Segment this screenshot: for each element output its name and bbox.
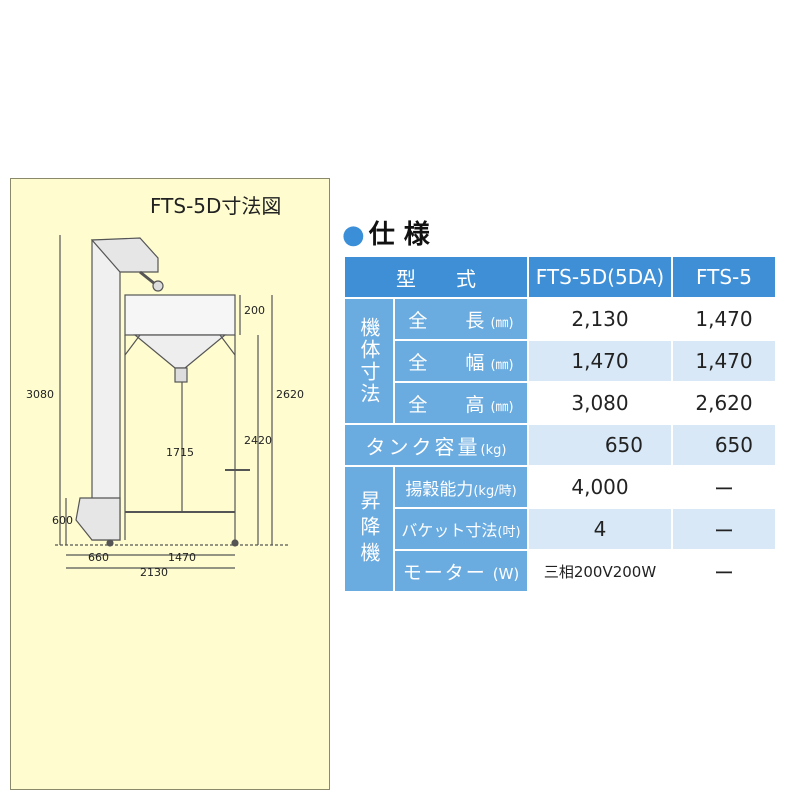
table-row: 機体寸法 全 長 (㎜) 2,130 1,470 (343, 297, 777, 425)
table-header-row: 型 式 FTS-5D(5DA) FTS-5 (343, 255, 777, 299)
unit-text: (kg/時) (473, 483, 517, 499)
label-text: タンク容量 (365, 434, 481, 459)
value-motor-fts5: ー (671, 549, 777, 593)
row-label-length: 全 長 (㎜) (393, 297, 529, 341)
row-label-capacity: 揚穀能力(kg/時) (393, 465, 529, 509)
value-height-fts5d: 3,080 (527, 381, 673, 425)
table-row: タンク容量(kg) 650 650 (343, 423, 777, 467)
row-label-height: 全 高 (㎜) (393, 381, 529, 425)
dim-width-total: 2130 (140, 566, 168, 579)
spout-end (152, 280, 164, 292)
tank-hopper (133, 334, 227, 369)
table-row: モーター (W) 三相200V200W ー (344, 549, 777, 593)
table-row: 昇降機 揚穀能力(kg/時) 4,000 ー (343, 465, 777, 593)
dim-total-height: 3080 (26, 388, 54, 401)
dim-tank-height: 2620 (276, 388, 304, 401)
value-capacity-fts5: ー (671, 465, 777, 509)
unit-text: (㎜) (490, 315, 514, 331)
dimension-drawing: 3080 2620 2420 200 1715 600 660 1470 213… (26, 235, 304, 579)
unit-text: (㎜) (490, 357, 514, 373)
label-text: モーター (402, 561, 487, 584)
value-width-fts5d: 1,470 (527, 339, 673, 383)
value-width-fts5: 1,470 (671, 339, 777, 383)
unit-text: (吋) (497, 525, 521, 540)
row-label-width: 全 幅 (㎜) (393, 339, 529, 383)
leg-brace-right (219, 334, 236, 356)
drawing-panel (10, 178, 330, 790)
group-body-label: 機体寸法 (357, 317, 381, 405)
group-lift: 昇降機 (343, 465, 395, 593)
elevator-head (90, 237, 159, 273)
label-text: 全 高 (408, 393, 485, 416)
label-text: バケット寸法 (401, 521, 498, 540)
spec-table: 型 式 FTS-5D(5DA) FTS-5 機体寸法 全 長 (㎜) 2,130… (343, 255, 777, 593)
tank-top (124, 294, 236, 336)
spec-heading-text: 仕 様 (368, 220, 430, 250)
dim-bottom: 600 (52, 514, 73, 527)
value-capacity-fts5d: 4,000 (527, 465, 673, 509)
dim-top-gap: 200 (244, 304, 265, 317)
table-row: 全 幅 (㎜) 1,470 1,470 (344, 339, 777, 383)
group-body-dimensions: 機体寸法 (343, 297, 395, 425)
table-row: 全 高 (㎜) 3,080 2,620 (344, 381, 777, 425)
group-lift-label: 昇降機 (357, 490, 381, 568)
label-text: 揚穀能力 (405, 479, 474, 500)
row-label-bucket: バケット寸法(吋) (393, 507, 529, 551)
value-tank-fts5d: 650 (527, 423, 673, 467)
unit-text: (㎜) (490, 399, 514, 415)
value-tank-fts5: 650 (671, 423, 777, 467)
header-col-fts5: FTS-5 (671, 255, 777, 299)
unit-text: (kg) (480, 442, 507, 458)
dim-width-left: 660 (88, 551, 109, 564)
value-bucket-fts5d: 4 (527, 507, 673, 551)
dim-width-right: 1470 (168, 551, 196, 564)
header-model-label: 型 式 (343, 255, 529, 299)
value-motor-fts5d: 三相200V200W (527, 549, 673, 593)
tank-outlet (174, 367, 188, 383)
elevator-column (91, 239, 121, 541)
spec-heading: ●仕 様 (342, 214, 430, 251)
leg-brace-left (124, 334, 141, 356)
drawing-title: FTS-5D寸法図 (150, 194, 282, 218)
dim-inner-height: 2420 (244, 434, 272, 447)
label-text: 全 幅 (408, 351, 485, 374)
label-text: 全 長 (408, 309, 485, 332)
value-length-fts5: 1,470 (671, 297, 777, 341)
value-length-fts5d: 2,130 (527, 297, 673, 341)
row-label-motor: モーター (W) (393, 549, 529, 593)
table-row: バケット寸法(吋) 4 ー (344, 507, 777, 551)
row-label-tank: タンク容量(kg) (343, 423, 529, 467)
header-col-fts5d: FTS-5D(5DA) (527, 255, 673, 299)
value-bucket-fts5: ー (671, 507, 777, 551)
heading-bullet-icon: ● (342, 220, 365, 250)
elevator-base (75, 497, 121, 541)
value-height-fts5: 2,620 (671, 381, 777, 425)
unit-text: (W) (492, 564, 520, 583)
dim-leg-height: 1715 (166, 446, 194, 459)
